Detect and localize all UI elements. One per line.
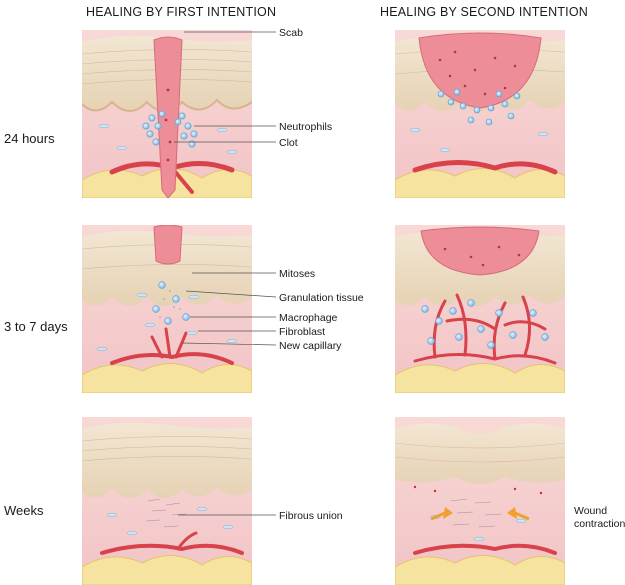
label-granulation-tissue: Granulation tissue — [279, 292, 364, 304]
panel-first-3-7-days — [82, 225, 277, 393]
label-fibrous-union: Fibrous union — [279, 510, 343, 522]
label-wound-contraction-line2: contraction — [574, 518, 625, 530]
contraction-arrows — [430, 507, 530, 521]
label-clot: Clot — [279, 137, 298, 149]
label-scab: Scab — [279, 27, 303, 39]
label-wound-contraction-line1: Wound — [574, 505, 607, 517]
label-mitoses: Mitoses — [279, 268, 315, 280]
panel-first-weeks — [82, 417, 276, 585]
panel-second-weeks — [395, 417, 565, 585]
panel-first-24h — [82, 30, 276, 198]
panel-second-3-7-days — [395, 225, 565, 393]
panel-second-24h — [395, 30, 565, 198]
label-macrophage: Macrophage — [279, 312, 338, 324]
row-label-24-hours: 24 hours — [4, 131, 55, 146]
header-second-intention: HEALING BY SECOND INTENTION — [380, 5, 588, 19]
label-fibroblast: Fibroblast — [279, 326, 325, 338]
row-label-3-to-7-days: 3 to 7 days — [4, 319, 68, 334]
header-first-intention: HEALING BY FIRST INTENTION — [86, 5, 276, 19]
label-neutrophils: Neutrophils — [279, 121, 332, 133]
row-label-weeks: Weeks — [4, 503, 44, 518]
label-new-capillary: New capillary — [279, 340, 342, 352]
